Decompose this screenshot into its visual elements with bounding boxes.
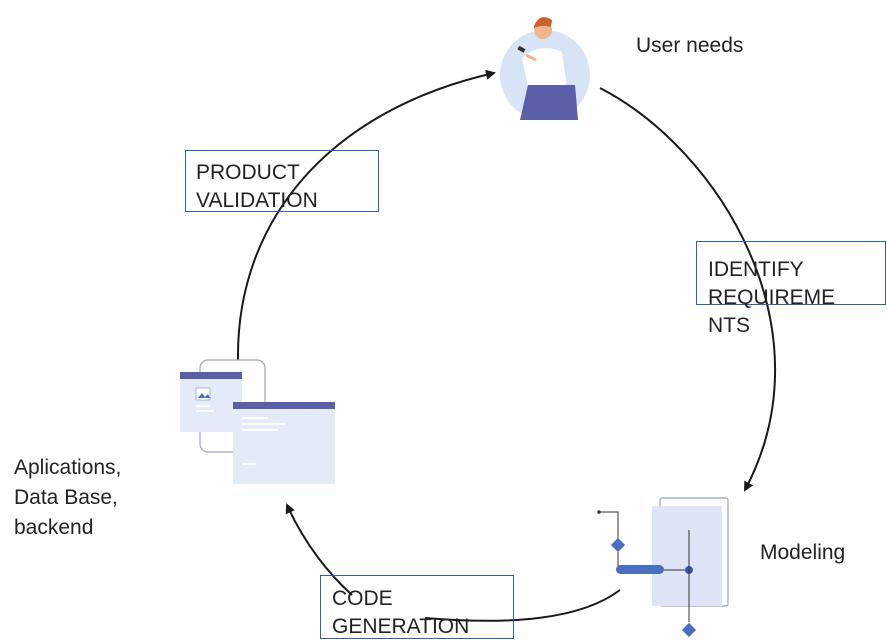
identify-requirements-label: IDENTIFY REQUIREME NTS	[708, 258, 836, 337]
code-generation-label: CODE GENERATION	[332, 587, 470, 638]
identify-requirements-box	[696, 241, 886, 305]
arrow-code-to-applications	[285, 503, 353, 596]
user-needs-label: User needs	[636, 34, 744, 57]
person-with-phone-icon	[500, 17, 590, 120]
app-windows-icon	[180, 359, 335, 484]
applications-label: Aplications, Data Base, backend	[14, 456, 122, 539]
arrow-validation-to-user	[236, 69, 496, 361]
arrow-user-to-modeling	[599, 87, 776, 492]
product-validation-box	[185, 150, 379, 212]
modeling-label: Modeling	[760, 541, 846, 564]
product-validation-label: PRODUCT VALIDATION	[196, 161, 318, 212]
arrow-modeling-to-code	[424, 589, 621, 622]
model-diagram-icon	[597, 497, 729, 638]
code-generation-box	[320, 575, 514, 639]
